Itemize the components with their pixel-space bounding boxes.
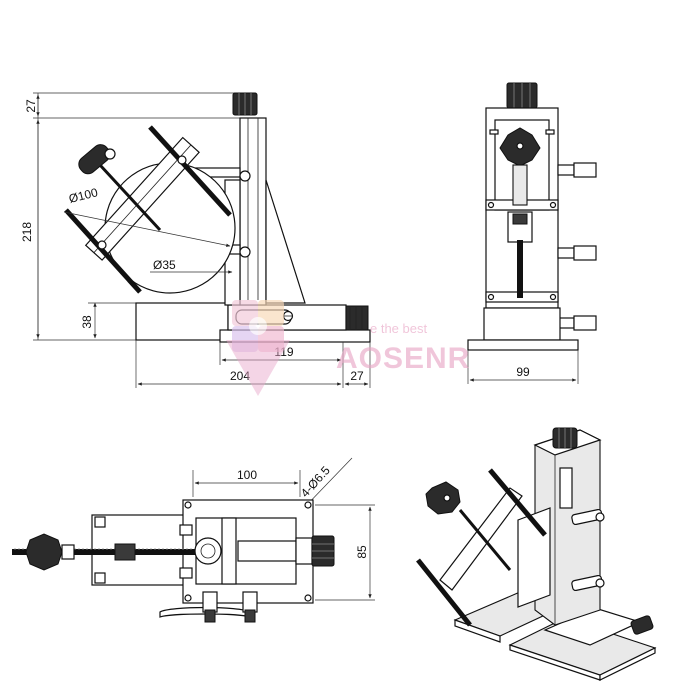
- top-lens: [194, 537, 222, 565]
- watermark: e the best AOSENR: [226, 300, 470, 396]
- watermark-tagline: e the best: [370, 321, 427, 336]
- watermark-brand: AOSENR: [336, 342, 470, 375]
- iso-star-knob: [425, 481, 461, 515]
- top-view: 100 4-Ø6.5 85: [12, 457, 375, 623]
- side-base-block: [135, 302, 229, 341]
- side-micrometer-knob: [345, 305, 369, 331]
- dim-holes: 4-Ø6.5: [298, 463, 333, 500]
- dim-38-vertical: 38: [80, 315, 94, 329]
- side-triangle-support: [265, 179, 306, 304]
- dim-85: 85: [355, 545, 369, 559]
- front-base-block: [483, 307, 561, 341]
- isometric-view: [416, 427, 657, 681]
- top-star-knob: [25, 533, 63, 571]
- dim-100-top: 100: [237, 468, 257, 482]
- dim-204: 204: [230, 369, 250, 383]
- dim-27-vertical: 27: [24, 99, 38, 113]
- dim-218-vertical: 218: [20, 222, 34, 242]
- side-view: 27 218 38: [20, 92, 371, 388]
- front-view: 99: [467, 82, 597, 384]
- dim-27-horizontal: 27: [350, 369, 364, 383]
- iso-mirror-frame: [439, 487, 523, 591]
- dim-diameter-100: Ø100: [67, 185, 99, 206]
- dim-diameter-35: Ø35: [153, 258, 176, 272]
- front-base-plate: [467, 339, 579, 351]
- side-star-knob: [78, 144, 116, 175]
- dim-99: 99: [516, 365, 530, 379]
- side-vertical-post: [239, 117, 267, 306]
- watermark-logo-icon: [226, 300, 290, 396]
